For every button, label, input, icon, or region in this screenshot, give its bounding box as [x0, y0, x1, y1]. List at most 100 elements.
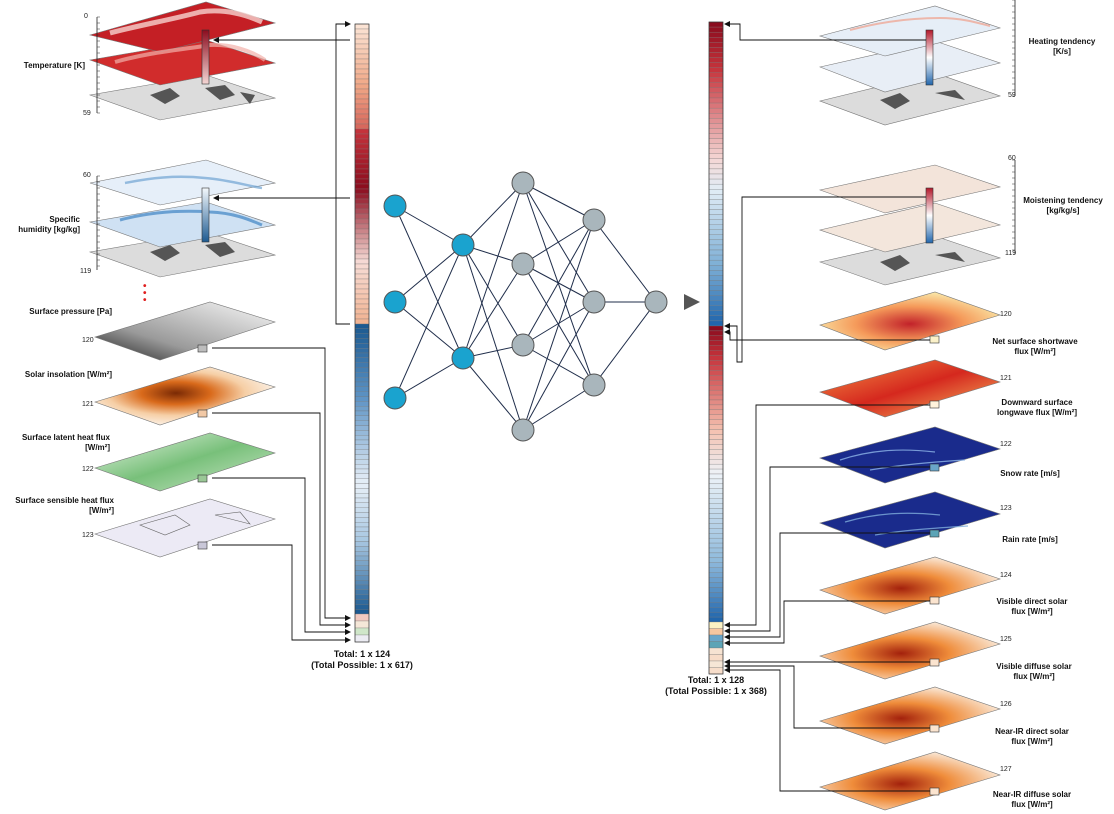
input-cell: [354, 420, 370, 426]
output-cell: [708, 404, 724, 411]
output-cell: [708, 42, 724, 48]
network-node: [451, 346, 475, 370]
output-vector: [708, 21, 724, 675]
network-edge: [522, 219, 595, 346]
network-edge: [394, 205, 464, 246]
input-cell: [354, 333, 370, 339]
output-cell: [708, 498, 724, 504]
humidity-layer-stack: [88, 159, 277, 278]
network-edge: [394, 357, 464, 399]
output-cell: [708, 597, 724, 603]
input-cell: [354, 338, 370, 344]
output-cell: [708, 300, 724, 306]
input-cell: [354, 228, 370, 235]
output-cell: [708, 335, 724, 341]
input-cell: [354, 288, 370, 295]
input-cell: [354, 78, 370, 85]
output-cell: [708, 528, 724, 534]
num-h-bot: 59: [1008, 92, 1016, 99]
output-cell: [708, 409, 724, 415]
input-cell: [354, 620, 370, 629]
output-cell: [708, 189, 724, 195]
output-cell: [708, 444, 724, 450]
output-cell: [708, 513, 724, 519]
num-pressure: 120: [82, 337, 94, 344]
output-cell: [708, 214, 724, 220]
snow-rate-map: [819, 426, 1001, 484]
input-cell: [354, 464, 370, 470]
output-cell: [708, 275, 724, 281]
input-cell: [354, 68, 370, 75]
input-cell: [354, 313, 370, 320]
network-edge: [593, 219, 657, 303]
input-cell: [354, 348, 370, 354]
input-cell: [354, 148, 370, 155]
input-cell: [354, 613, 370, 622]
label-nir-direct: Near-IR direct solar flux [W/m²]: [995, 727, 1069, 746]
input-total: Total: 1 x 124 (Total Possible: 1 x 617): [282, 649, 442, 671]
visible-diffuse-map: [819, 621, 1001, 680]
output-cell: [708, 97, 724, 104]
output-cell: [708, 31, 724, 38]
input-cell: [354, 98, 370, 105]
output-cell: [708, 52, 724, 58]
nearir-diffuse-map: [819, 751, 1001, 811]
output-cell: [708, 26, 724, 33]
network-edge: [522, 182, 595, 386]
output-cell: [708, 463, 724, 470]
output-cell: [708, 204, 724, 210]
output-cell: [708, 168, 724, 175]
input-cell: [354, 555, 370, 561]
input-cell: [354, 493, 370, 499]
output-cell: [708, 370, 724, 376]
input-cell: [354, 113, 370, 120]
num-q-top: 60: [83, 172, 91, 179]
output-total-line2: (Total Possible: 1 x 368): [665, 686, 767, 696]
output-cell: [708, 523, 724, 529]
num-vis-diffuse: 125: [1000, 636, 1012, 643]
input-cell: [354, 268, 370, 275]
output-cell: [708, 459, 724, 465]
input-cell: [354, 473, 370, 479]
input-cell: [354, 526, 370, 532]
network-edge: [522, 182, 595, 221]
network-node: [511, 333, 535, 357]
output-cell: [708, 310, 724, 317]
output-cell: [708, 389, 724, 396]
input-cell: [354, 522, 370, 528]
label-moistening: Moistening tendency [kg/kg/s]: [1023, 196, 1103, 215]
output-cell: [708, 77, 724, 83]
output-cell: [708, 493, 724, 499]
input-cell: [354, 183, 370, 190]
input-cell: [354, 444, 370, 450]
input-cell: [354, 323, 370, 329]
output-cell: [708, 315, 724, 322]
input-cell: [354, 188, 370, 195]
input-cell: [354, 551, 370, 557]
input-cell: [354, 138, 370, 145]
input-cell: [354, 609, 370, 615]
input-cell: [354, 627, 370, 636]
network-nodes: [383, 171, 668, 442]
pressure-map: [94, 301, 276, 361]
output-cell: [708, 628, 724, 636]
input-cell: [354, 278, 370, 285]
num-vis-direct: 124: [1000, 572, 1012, 579]
output-cell: [708, 229, 724, 235]
num-rain: 123: [1000, 505, 1012, 512]
input-cell: [354, 386, 370, 392]
input-cell: [354, 599, 370, 605]
output-cell: [708, 178, 724, 185]
output-cell: [708, 414, 724, 420]
output-cell: [708, 123, 724, 129]
output-cell: [708, 616, 724, 623]
output-cell: [708, 483, 724, 489]
input-cell: [354, 575, 370, 581]
input-cell: [354, 303, 370, 310]
input-cell: [354, 103, 370, 110]
output-cell: [708, 340, 724, 346]
network-edge: [462, 182, 524, 246]
network-node: [383, 386, 407, 410]
input-cell: [354, 531, 370, 537]
output-cell: [708, 385, 724, 391]
